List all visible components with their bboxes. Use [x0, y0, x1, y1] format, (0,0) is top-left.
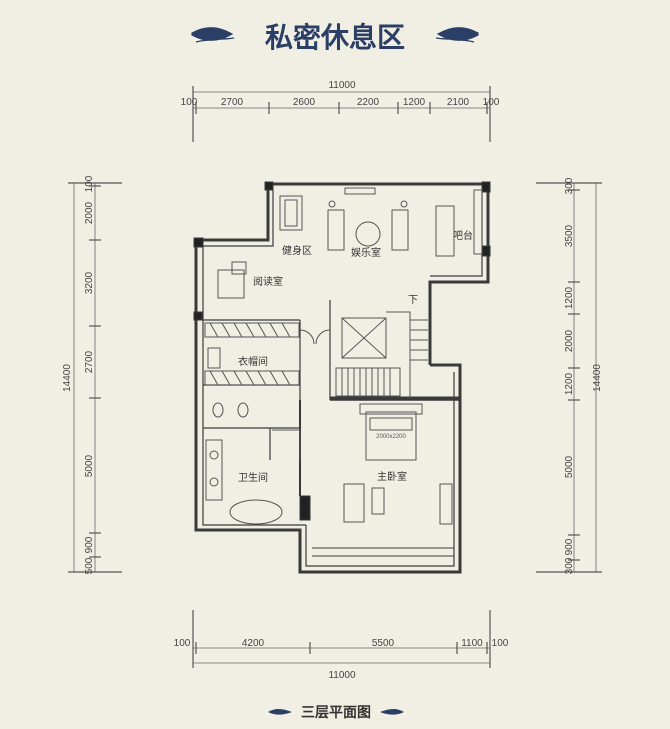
caption-right-ornament-icon	[380, 708, 404, 715]
furniture	[204, 187, 483, 525]
caption-left-ornament-icon	[268, 708, 292, 715]
room-labels: 健身区 娱乐室 吧台 阅读室 衣帽间 卫生间 主卧室 2000x2200 下	[238, 229, 473, 484]
right-total-label: 14400	[592, 364, 603, 392]
top-total-label: 11000	[328, 80, 356, 91]
right-dim-6: 5000	[564, 455, 575, 478]
bathtub-icon	[229, 499, 283, 525]
top-dim-2: 2700	[221, 97, 244, 108]
page-title: 私密休息区	[265, 21, 405, 54]
left-dim-4: 2700	[84, 350, 95, 373]
left-ornament-icon	[191, 27, 235, 43]
bottom-dim-5: 100	[492, 638, 509, 649]
closet-shelf-bottom	[204, 370, 300, 386]
top-dim-4: 2200	[357, 97, 380, 108]
right-dim-3: 1200	[564, 286, 575, 309]
header: 私密休息区	[191, 21, 479, 54]
room-label-gym: 健身区	[282, 244, 312, 257]
right-dim-7: 900	[564, 538, 575, 555]
footer: 三层平面图	[268, 705, 404, 721]
top-dim-1: 100	[181, 97, 198, 108]
right-dim-8: 300	[564, 557, 575, 574]
chair-icon	[231, 261, 247, 275]
bottom-dim-4: 1100	[461, 638, 483, 649]
room-label-reading: 阅读室	[253, 275, 283, 288]
room-label-entertainment: 娱乐室	[351, 246, 381, 259]
toilet-icon	[212, 402, 224, 418]
right-dim-2: 3500	[564, 224, 575, 247]
right-dim-5: 1200	[564, 372, 575, 395]
right-dim-1: 300	[564, 177, 575, 194]
left-dimensions: 14400 100 2000 3200 2700 5000 900 500	[62, 175, 122, 574]
room-label-closet: 衣帽间	[238, 355, 268, 368]
master-chair-icon	[343, 483, 365, 523]
left-dim-5: 5000	[84, 454, 95, 477]
staircase-icon	[335, 367, 401, 397]
top-dim-3: 2600	[293, 97, 316, 108]
bed-size-label: 2000x2200	[376, 434, 406, 440]
left-total-label: 14400	[62, 364, 73, 392]
bar-counter-icon	[435, 205, 455, 257]
left-dim-6: 900	[84, 536, 95, 553]
desk-icon	[217, 269, 245, 299]
bottom-total-label: 11000	[328, 670, 356, 681]
left-dim-1: 100	[84, 175, 95, 192]
right-dimensions: 14400 300 3500 1200 2000 1200 5000 900 3…	[536, 177, 603, 574]
right-dim-4: 2000	[564, 329, 575, 352]
plan-caption: 三层平面图	[301, 705, 371, 721]
top-dim-7: 100	[483, 97, 500, 108]
bottom-dim-3: 5500	[372, 638, 395, 649]
tv-icon	[344, 187, 376, 195]
closet-shelf-top	[204, 322, 300, 338]
left-dim-3: 3200	[84, 271, 95, 294]
bottom-dim-1: 100	[174, 638, 191, 649]
door-swing-icon	[299, 329, 315, 345]
bottom-dimensions: 100 4200 5500 1100 100 11000	[174, 610, 509, 681]
tv-cabinet-icon	[439, 483, 453, 525]
treadmill-icon	[279, 195, 303, 231]
sofa-left-icon	[327, 209, 345, 251]
bed-icon	[365, 411, 417, 461]
room-label-bathroom: 卫生间	[238, 471, 268, 484]
walls	[193, 181, 491, 574]
stair-down-label: 下	[408, 295, 418, 306]
room-label-master: 主卧室	[377, 470, 407, 483]
left-dim-7: 500	[84, 557, 95, 574]
top-dim-6: 2100	[447, 97, 470, 108]
elevator-icon	[341, 317, 387, 359]
coffee-table-icon	[355, 221, 381, 247]
top-dimensions: 11000 100 2700 2600 2200 1200 2100 100	[181, 80, 500, 142]
top-dim-5: 1200	[403, 97, 426, 108]
sofa-right-icon	[391, 209, 409, 251]
room-label-bar: 吧台	[453, 229, 473, 242]
left-dim-2: 2000	[84, 201, 95, 224]
right-ornament-icon	[435, 27, 479, 43]
vanity-icon	[205, 439, 223, 501]
bottom-dim-2: 4200	[242, 638, 265, 649]
